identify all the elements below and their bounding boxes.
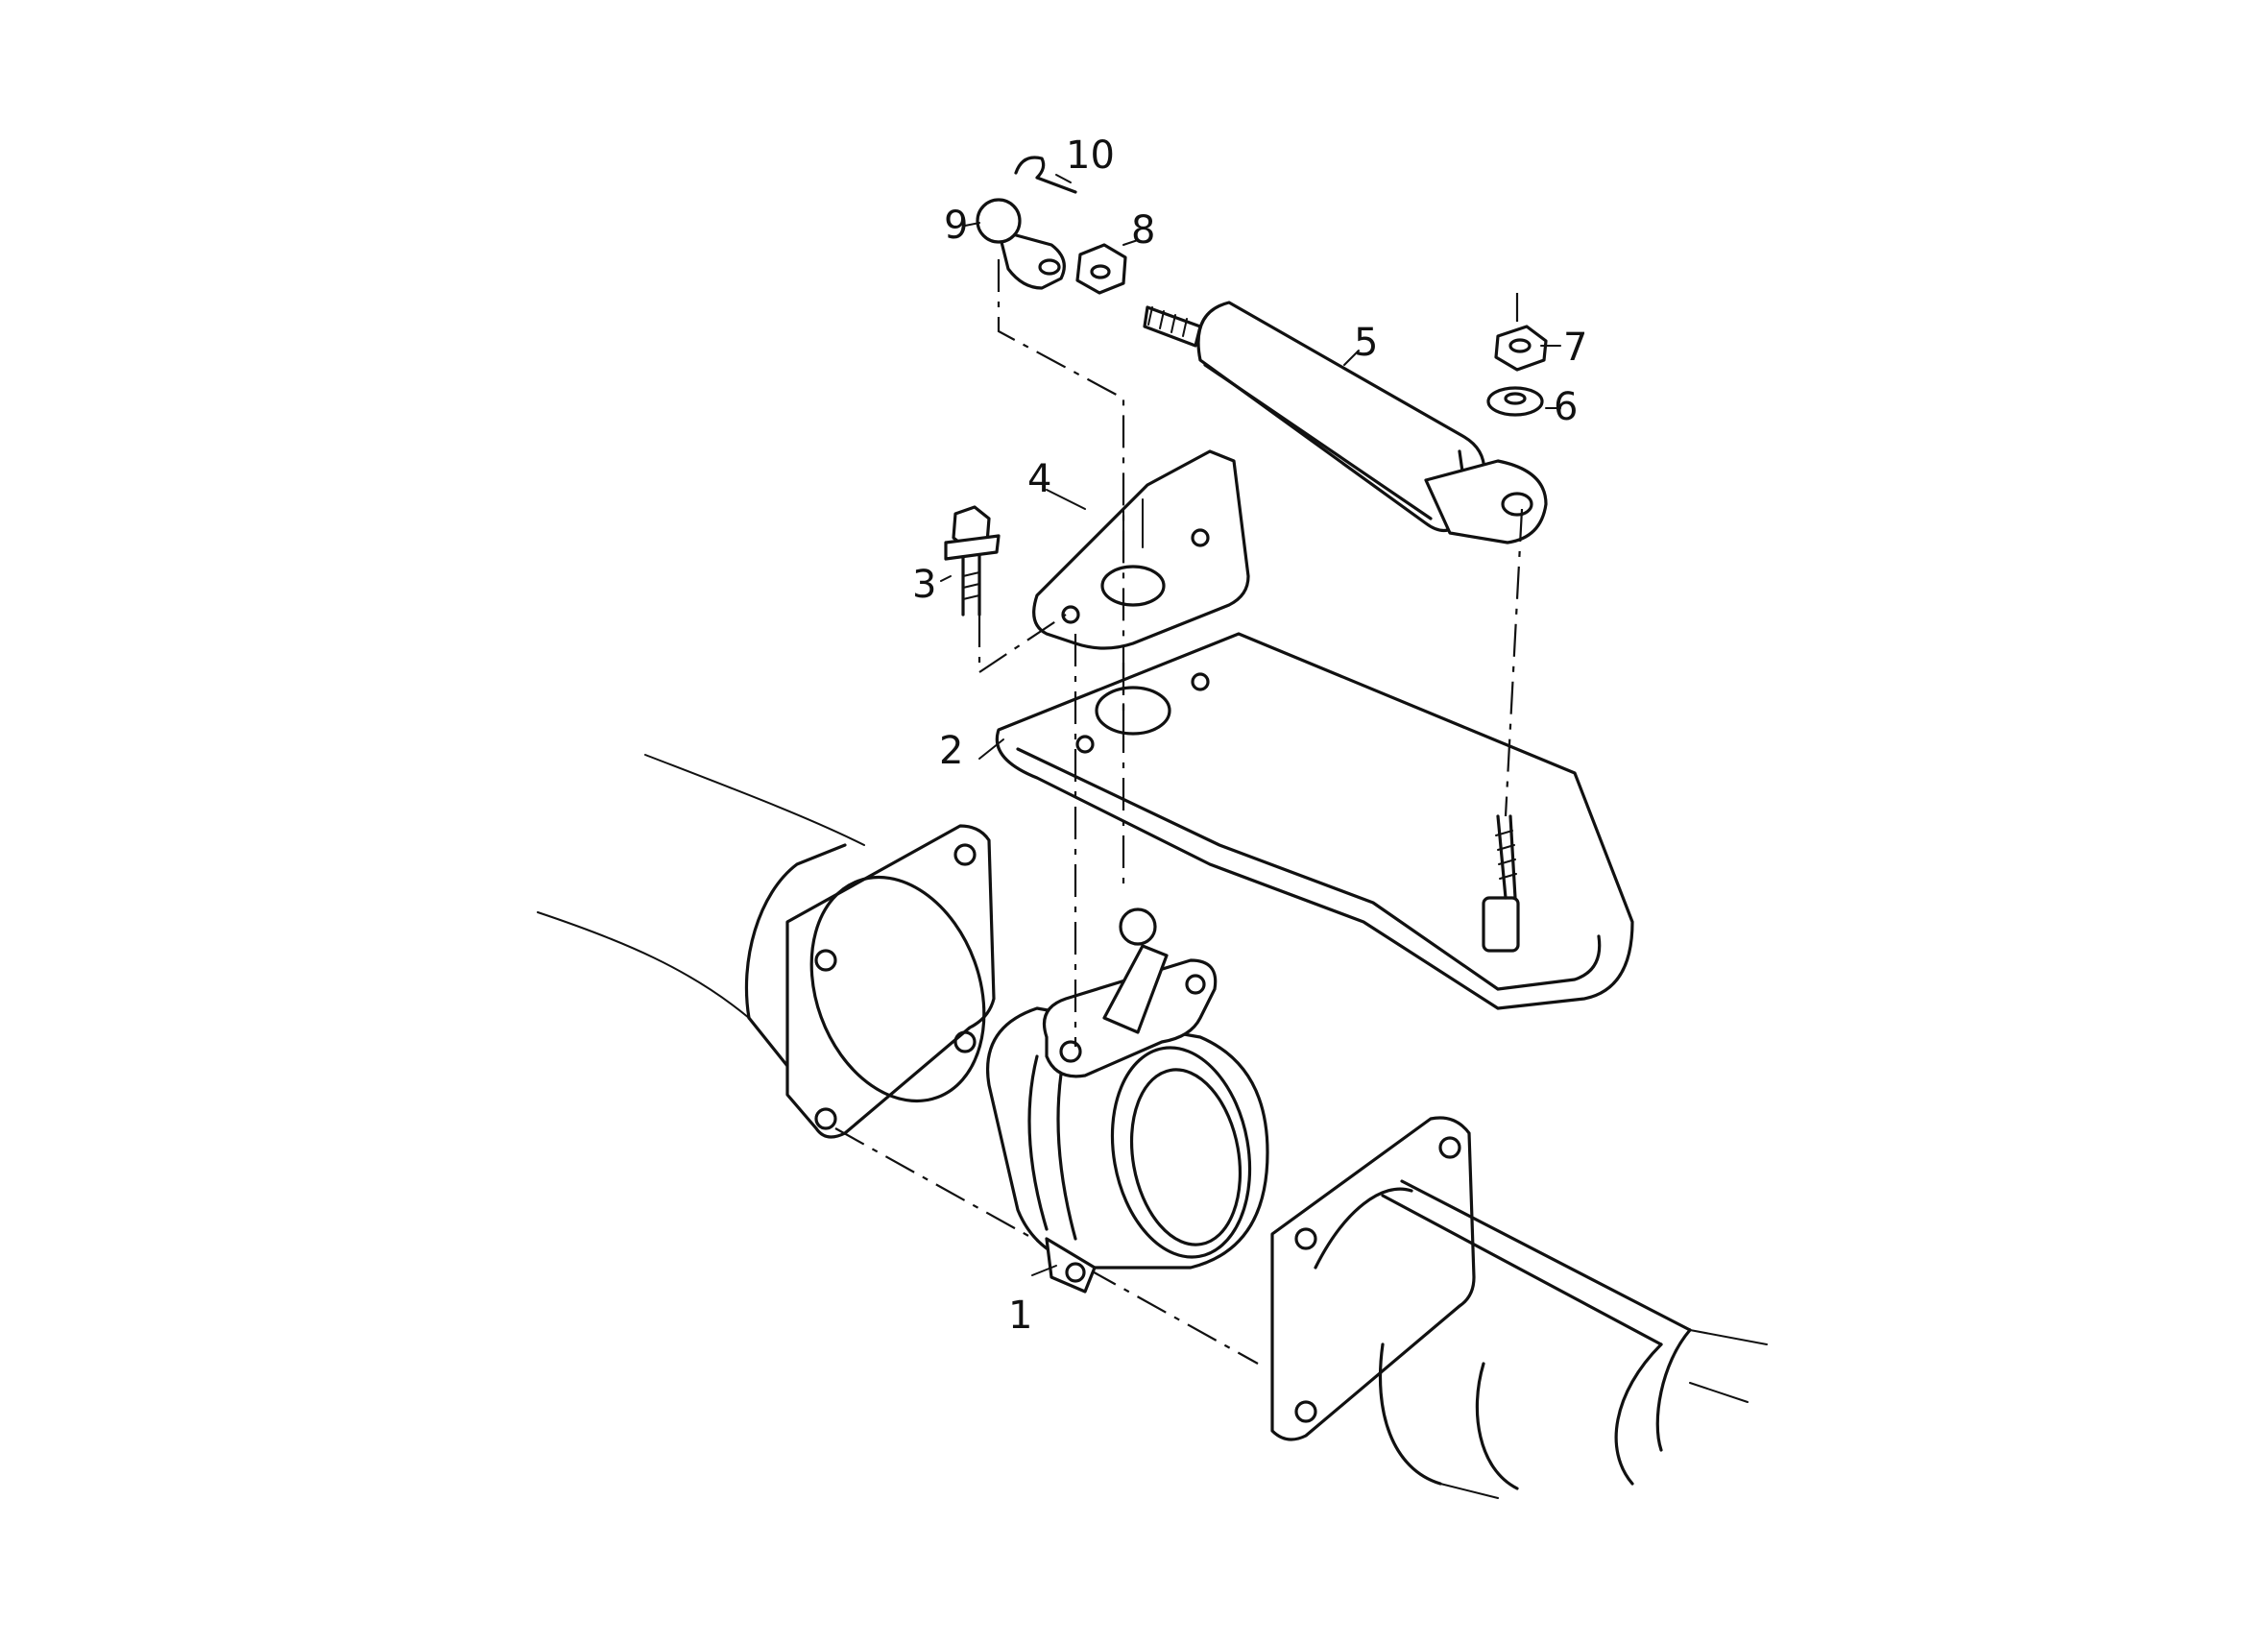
- right-pipe-section: [1270, 1116, 1768, 1499]
- mounting-plate: [995, 632, 1634, 1010]
- callout-2: 2: [939, 729, 963, 773]
- spring-clip: [1014, 156, 1077, 194]
- assembly-lines: [977, 259, 1524, 1047]
- nut-ball-socket: [976, 198, 1127, 295]
- bracket: [1032, 449, 1250, 650]
- callout-labels: 1 2 3 4 5 6 7 8 9 10: [912, 133, 1587, 1338]
- callout-1: 1: [1008, 1294, 1032, 1338]
- callout-10: 10: [1066, 133, 1115, 178]
- callout-5: 5: [1354, 321, 1378, 365]
- callout-6: 6: [1554, 385, 1578, 429]
- callout-9: 9: [944, 204, 968, 248]
- coupling-clamp: [986, 907, 1269, 1294]
- bolt: [944, 505, 1001, 617]
- shock-absorber: [1143, 301, 1548, 544]
- left-pipe-section: [537, 754, 996, 1139]
- callout-4: 4: [1027, 457, 1051, 501]
- callout-8: 8: [1131, 208, 1155, 253]
- callout-3: 3: [912, 563, 936, 607]
- callout-7: 7: [1563, 326, 1587, 370]
- leader-lines: [940, 174, 1561, 1276]
- washer-nut-right: [1486, 325, 1548, 417]
